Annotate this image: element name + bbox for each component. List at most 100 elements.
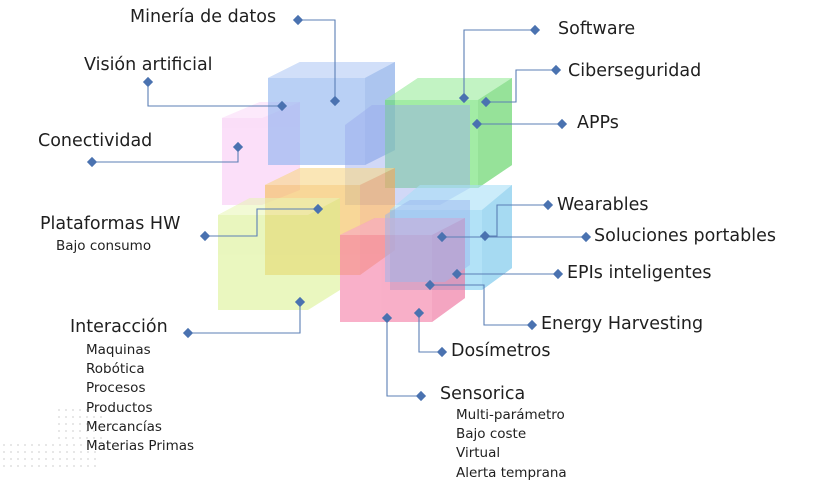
connector-software bbox=[463, 29, 535, 98]
texture-dot bbox=[24, 458, 26, 460]
interaccion-item: Mercancías bbox=[86, 418, 162, 435]
texture-dot bbox=[93, 437, 95, 439]
texture-dot bbox=[65, 437, 67, 439]
texture-dot bbox=[94, 465, 96, 467]
texture-dot bbox=[79, 430, 81, 432]
label-conectividad: Conectividad bbox=[38, 131, 153, 151]
connector-lines bbox=[92, 19, 586, 397]
texture-dot bbox=[45, 458, 47, 460]
texture-dot bbox=[86, 430, 88, 432]
label-mineria-de-datos: Minería de datos bbox=[130, 7, 277, 27]
texture-dot bbox=[73, 451, 75, 453]
texture-dot bbox=[52, 444, 54, 446]
connector-ciberseguridad bbox=[486, 69, 556, 103]
texture-dot bbox=[59, 458, 61, 460]
label-apps: APPs bbox=[577, 113, 619, 133]
texture-dot bbox=[94, 451, 96, 453]
texture-dot bbox=[17, 451, 19, 453]
texture-dot bbox=[58, 437, 60, 439]
connector-diamond bbox=[182, 327, 194, 339]
texture-dot bbox=[87, 451, 89, 453]
texture-dot bbox=[66, 451, 68, 453]
connector-diamond bbox=[232, 141, 244, 153]
label-epis-inteligentes: EPIs inteligentes bbox=[567, 263, 712, 283]
texture-dot bbox=[86, 416, 88, 418]
texture-dot bbox=[79, 416, 81, 418]
texture-dot bbox=[38, 458, 40, 460]
label-soluciones-portables: Soluciones portables bbox=[594, 226, 776, 246]
texture-dot bbox=[93, 423, 95, 425]
texture-dot bbox=[24, 444, 26, 446]
texture-dot bbox=[86, 409, 88, 411]
interaccion-item: Productos bbox=[86, 399, 153, 416]
texture-dot bbox=[86, 423, 88, 425]
connector-plataformas bbox=[205, 208, 318, 237]
connector-dosimetros bbox=[418, 313, 442, 353]
connector-mineria bbox=[298, 19, 336, 101]
texture-dot bbox=[100, 409, 102, 411]
texture-dot bbox=[80, 444, 82, 446]
texture-dot bbox=[24, 465, 26, 467]
texture-dot bbox=[65, 416, 67, 418]
connector-interaccion bbox=[188, 302, 301, 334]
label-vision-artificial: Visión artificial bbox=[84, 55, 213, 75]
connector-sensorica bbox=[386, 318, 421, 397]
interaccion-list: Maquinas Robótica Procesos Productos Mer… bbox=[86, 341, 194, 456]
label-plataformas-hw: Plataformas HW bbox=[40, 214, 181, 234]
texture-dot bbox=[31, 444, 33, 446]
texture-dot bbox=[100, 423, 102, 425]
texture-dot bbox=[38, 465, 40, 467]
texture-dot bbox=[3, 458, 5, 460]
texture-dot bbox=[80, 465, 82, 467]
connector-energy bbox=[430, 284, 532, 326]
texture-dot bbox=[73, 458, 75, 460]
connector-diamond bbox=[86, 156, 98, 168]
texture-dot bbox=[93, 409, 95, 411]
texture-dot bbox=[3, 451, 5, 453]
connector-vision bbox=[147, 82, 282, 107]
texture-dot bbox=[3, 444, 5, 446]
texture-dot bbox=[79, 423, 81, 425]
texture-dot bbox=[24, 451, 26, 453]
texture-dot bbox=[45, 444, 47, 446]
texture-dot bbox=[94, 444, 96, 446]
texture-dot bbox=[59, 444, 61, 446]
sensorica-list: Multi-parámetro Bajo coste Virtual Alert… bbox=[456, 406, 567, 483]
texture-dot bbox=[66, 458, 68, 460]
texture-dot bbox=[72, 409, 74, 411]
texture-dot bbox=[58, 430, 60, 432]
cube-blue-center bbox=[385, 200, 470, 282]
texture-dot bbox=[65, 423, 67, 425]
texture-dot bbox=[10, 465, 12, 467]
texture-dot bbox=[17, 465, 19, 467]
texture-dot bbox=[72, 430, 74, 432]
texture-dot bbox=[100, 437, 102, 439]
sensorica-item: Virtual bbox=[456, 445, 501, 462]
connector-diamond bbox=[381, 312, 393, 324]
label-energy-harvesting: Energy Harvesting bbox=[541, 314, 704, 334]
connector-diamond bbox=[556, 118, 568, 130]
label-ciberseguridad: Ciberseguridad bbox=[568, 61, 702, 81]
connector-diamond bbox=[294, 296, 306, 308]
texture-dot bbox=[66, 444, 68, 446]
cube-lime bbox=[218, 198, 340, 310]
sensorica-item: Alerta temprana bbox=[456, 464, 567, 481]
connector-diamond bbox=[142, 76, 154, 88]
texture-dot bbox=[17, 458, 19, 460]
texture-dot bbox=[87, 444, 89, 446]
sensorica-item: Bajo coste bbox=[456, 426, 527, 443]
texture-dot bbox=[31, 465, 33, 467]
texture-dot bbox=[58, 416, 60, 418]
connector-diamond bbox=[529, 24, 541, 36]
texture-dot bbox=[38, 444, 40, 446]
label-software: Software bbox=[558, 19, 636, 39]
texture-dot bbox=[100, 416, 102, 418]
connector-diamond bbox=[413, 307, 425, 319]
label-wearables: Wearables bbox=[557, 195, 649, 215]
texture-dot bbox=[72, 423, 74, 425]
texture-dot bbox=[17, 444, 19, 446]
interaccion-item: Maquinas bbox=[86, 342, 151, 358]
texture-dot bbox=[10, 451, 12, 453]
texture-dot bbox=[52, 451, 54, 453]
texture-dot bbox=[79, 409, 81, 411]
